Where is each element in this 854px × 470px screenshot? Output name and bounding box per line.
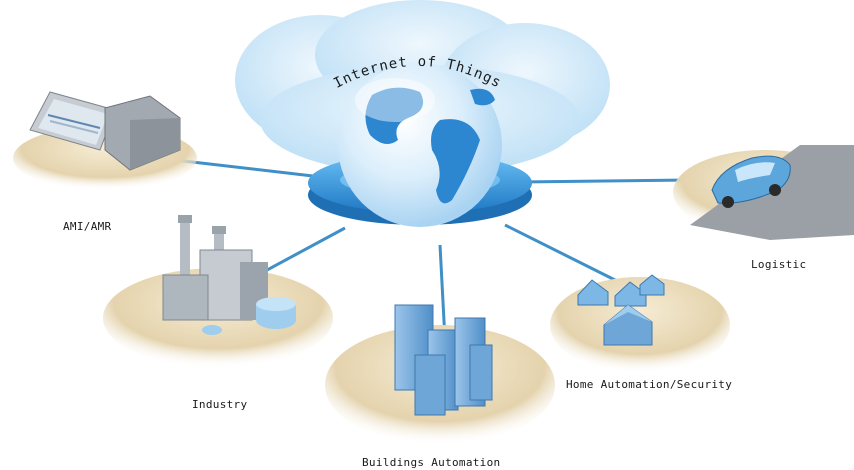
connector-logistic [519, 178, 691, 184]
connector-ami-amr [174, 158, 331, 180]
globe-icon [338, 63, 502, 227]
node-industry [103, 215, 333, 368]
meter-device-icon [29, 91, 181, 171]
node-logistic [673, 145, 854, 240]
label-industry: Industry [192, 398, 248, 411]
node-buildings-automation [325, 304, 555, 445]
houses-icon [577, 274, 665, 346]
label-home-automation: Home Automation/Security [566, 378, 733, 391]
label-buildings-automation: Buildings Automation [362, 456, 501, 469]
connector-buildings [438, 244, 447, 341]
factory-icon [162, 215, 296, 335]
connector-home [504, 223, 626, 287]
node-home-automation [550, 274, 730, 373]
car-icon [711, 155, 791, 208]
buildings-icon [394, 304, 493, 416]
node-ami-amr [13, 91, 197, 190]
label-ami-amr: AMI/AMR [63, 220, 112, 233]
label-logistic: Logistic [751, 258, 807, 271]
